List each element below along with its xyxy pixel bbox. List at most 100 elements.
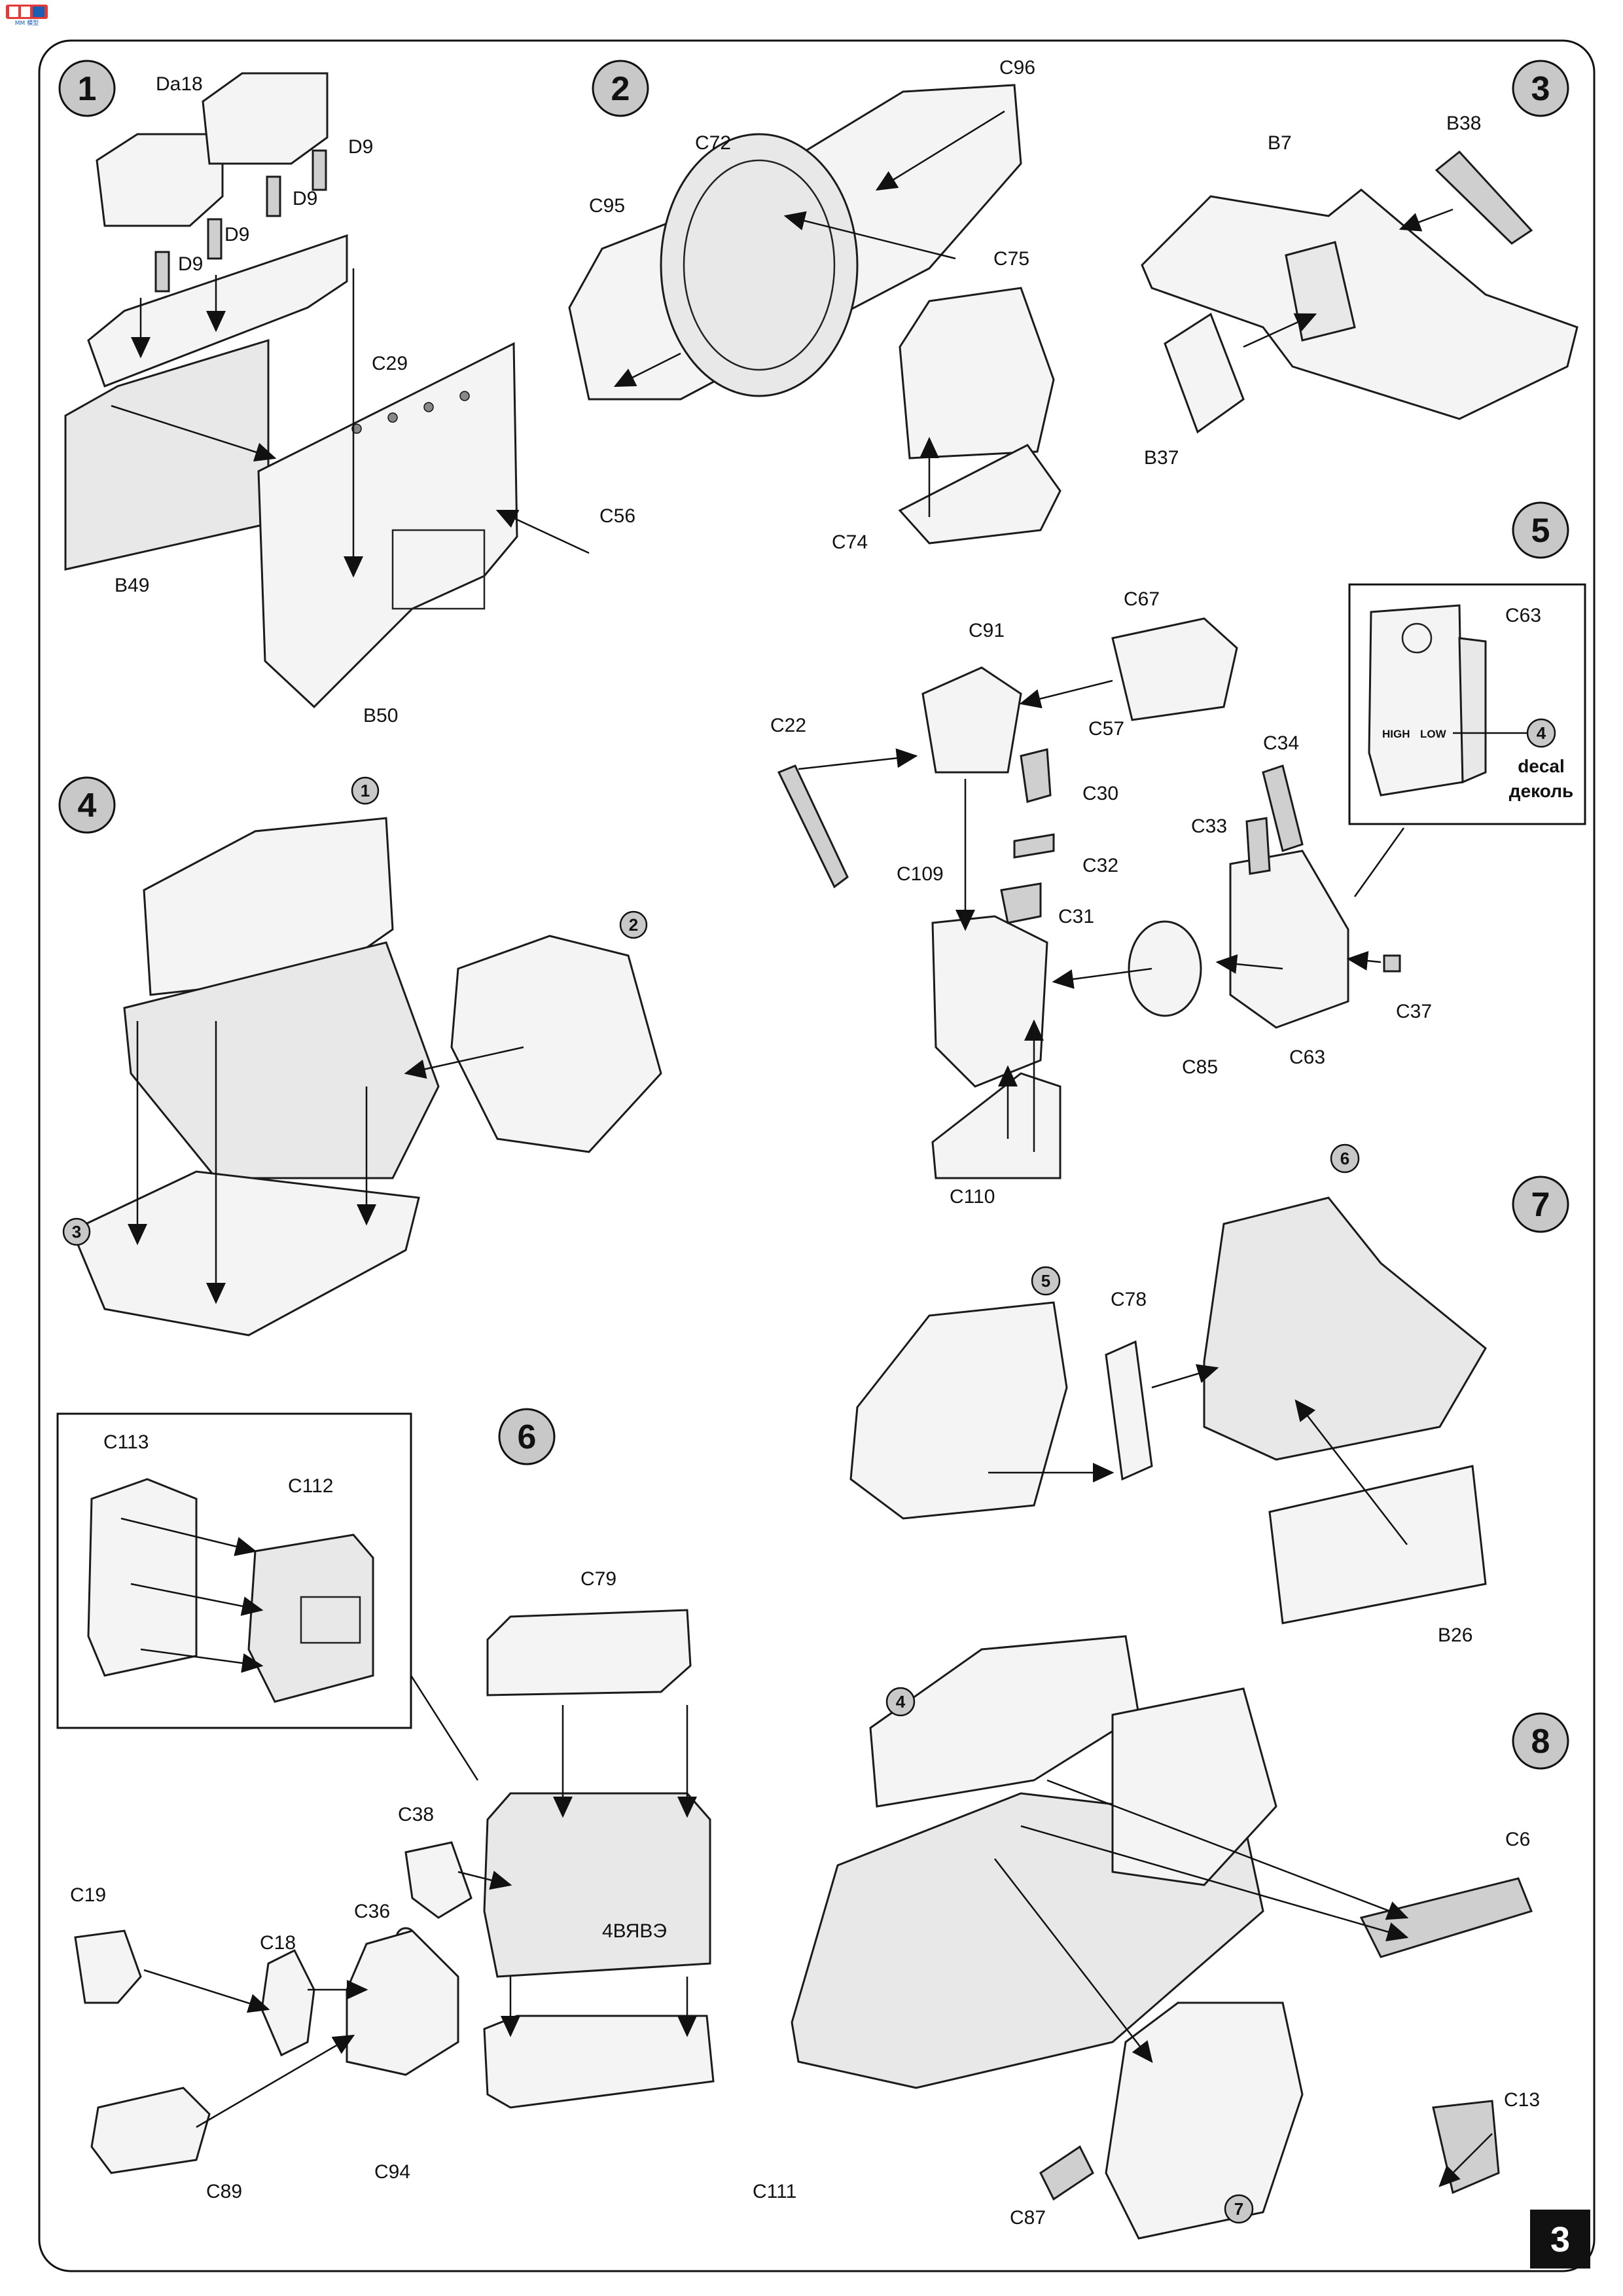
part-label: C95 (589, 195, 625, 217)
part-label: C75 (993, 248, 1029, 270)
page-number-badge (1530, 2210, 1590, 2269)
valve-cover-left (96, 133, 224, 227)
step-number: 2 (611, 70, 630, 108)
assembly-arrow (143, 1969, 270, 2013)
hatch-cover-B37 (1164, 312, 1245, 434)
ref-step-number: 5 (1041, 1271, 1050, 1291)
part-label: C63 (1505, 605, 1541, 626)
step-number-badge (58, 776, 116, 834)
part-label: D9 (348, 136, 373, 158)
engine-block-subassembly (123, 941, 440, 1179)
part-C32 (1013, 833, 1055, 859)
spark-plug (266, 175, 281, 217)
ref-step-badge (1224, 2194, 1254, 2224)
part-label: C111 (753, 2181, 796, 2202)
assembly-arrow (1346, 951, 1382, 971)
bellhousing-subassembly (450, 935, 662, 1153)
part-C37 (1383, 954, 1401, 973)
assembly-arrow (783, 211, 956, 260)
ref-step-badge (885, 1687, 916, 1717)
step-number-badge (1512, 1175, 1569, 1233)
part-label: C74 (832, 531, 868, 553)
ref-step-number: 1 (361, 781, 370, 800)
ref-step-number: 7 (1234, 2199, 1243, 2219)
part-label: C110 (950, 1186, 995, 1208)
plate-C78 (1105, 1340, 1153, 1481)
cylinder-side-C113 (87, 1478, 198, 1677)
publisher-logo: MM 模型 (6, 5, 48, 26)
spark-plug (154, 251, 170, 293)
assembly-arrow (875, 110, 1005, 191)
bracket-C110 (931, 1072, 1061, 1179)
step-3: 3 B7 B38 B37 (1141, 60, 1578, 469)
part-label: C38 (398, 1804, 434, 1825)
step-2: 2 C96 C72 C95 C75 C74 (568, 57, 1061, 553)
page-frame (38, 39, 1596, 2272)
assembly-arrow (130, 1583, 264, 1616)
ref-step-badge (619, 910, 648, 939)
logo-text: MM 模型 (15, 20, 39, 26)
gearbox-assembly (1105, 2001, 1304, 2240)
step-number: 3 (1531, 70, 1550, 108)
decal-number: 4 (1537, 723, 1546, 743)
lever-C34 (1262, 764, 1304, 852)
part-label: C67 (1124, 588, 1160, 610)
cylinder-block (483, 1792, 711, 1978)
step-1: 1 Da18 D9 D9 D9 D9 C29 C56 B49 B50 (58, 60, 635, 726)
cylinder-port (300, 1596, 361, 1644)
ref-step-number: 3 (72, 1222, 81, 1242)
spark-plug (312, 149, 327, 191)
housing-C109 (931, 915, 1048, 1088)
part-label: C13 (1504, 2089, 1540, 2111)
engine-deck-B7 (1141, 188, 1578, 420)
gearbox-subassembly (849, 1301, 1068, 1520)
part-label: C6 (1505, 1829, 1530, 1850)
part-label: B50 (363, 705, 398, 726)
part-label: C36 (354, 1901, 390, 1922)
flywheel-ring-C72 (660, 133, 859, 397)
step-number-badge (1512, 501, 1569, 559)
assembly-arrow (111, 404, 277, 462)
part-label: C113 (103, 1431, 149, 1453)
ref-step-number: 4 (896, 1692, 906, 1712)
decal-label-en: decal (1518, 756, 1565, 776)
part-label: B38 (1446, 113, 1481, 134)
part-label: C19 (70, 1884, 106, 1906)
assembly-arrow (1046, 1779, 1409, 1920)
engine-subassembly (1203, 1196, 1487, 1461)
flange-C18 (260, 1948, 315, 2057)
pipe-C13 (1432, 2100, 1500, 2195)
step-number: 5 (1531, 512, 1550, 550)
part-label: B7 (1268, 132, 1292, 154)
housing-C94 (346, 1929, 459, 2076)
step-number: 4 (78, 787, 97, 825)
part-label: Da18 (156, 73, 203, 95)
part-label: C34 (1263, 732, 1299, 754)
assembly-arrow (994, 1858, 1153, 2063)
gearbox-C63 (1229, 850, 1349, 1029)
part-label: C78 (1111, 1289, 1147, 1310)
deck-part-B38 (1435, 150, 1533, 245)
assembly-arrow (140, 1648, 264, 1673)
assembly-arrow (1052, 967, 1152, 989)
lever-C33 (1245, 817, 1271, 875)
starter-C89 (90, 2087, 211, 2174)
decal-label-ru: деколь (1509, 781, 1573, 801)
part-label: C72 (695, 132, 731, 154)
cylinder-block-C112 (247, 1534, 374, 1703)
step-number-badge (1512, 1712, 1569, 1770)
shift-label-low: LOW (1420, 728, 1447, 740)
part-label: B49 (115, 575, 149, 596)
ref-step-badge (351, 776, 380, 805)
part-label: C63 (1289, 1047, 1325, 1068)
cover-C38 (404, 1841, 473, 1919)
part-label: C22 (770, 715, 806, 736)
decal-badge (1526, 718, 1556, 748)
part-label: D9 (293, 188, 317, 209)
engine-top-assembly (869, 1635, 1140, 1808)
part-label: B37 (1144, 447, 1179, 469)
part-label: D9 (224, 224, 249, 245)
part-label: C94 (374, 2161, 410, 2183)
valve-cover-right (202, 72, 329, 165)
oil-pan-C111 (483, 2015, 715, 2109)
